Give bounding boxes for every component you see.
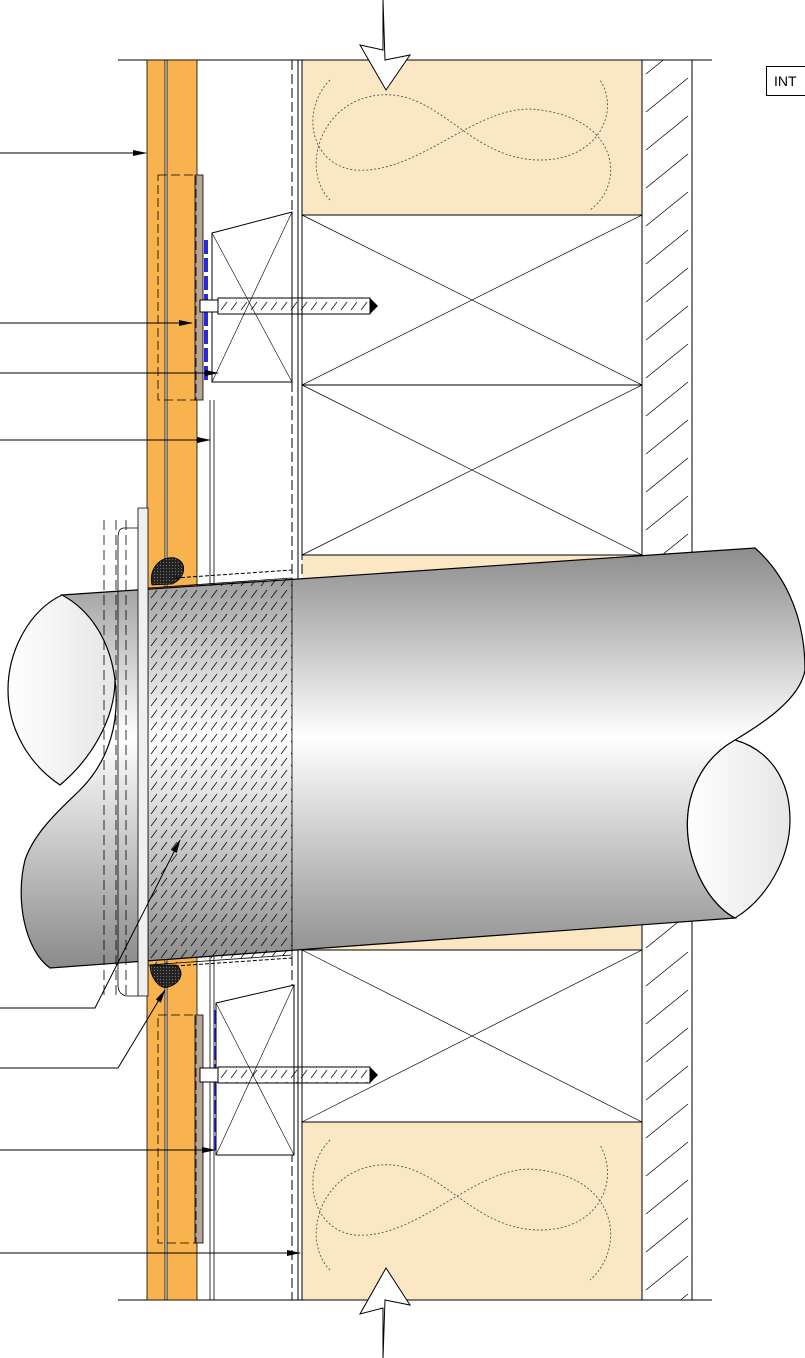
section-break-mark-top: [359, 0, 412, 91]
mounting-plate-bottom: [194, 1014, 204, 1244]
pipe-sleeve: [147, 577, 293, 966]
leader-lines: [0, 150, 301, 1256]
section-break-mark-bottom: [358, 1267, 412, 1358]
insulation-bottom: [301, 1121, 643, 1301]
sealant-bead-bottom: [149, 964, 182, 988]
pipe-left-end: [7, 594, 116, 786]
pipe-right-end: [686, 739, 791, 919]
insulation-top: [301, 59, 643, 216]
stud-crosses: [301, 214, 643, 1123]
insulation-batt-curves: [312, 79, 612, 1281]
sleeve-flange: [137, 507, 149, 997]
screw-top: [199, 297, 378, 315]
leader-sealant: [0, 989, 166, 1069]
mounting-plate-top: [194, 174, 204, 401]
interior-label: INT: [766, 66, 805, 96]
screw-bottom: [199, 1066, 378, 1084]
leader-sleeve: [0, 839, 181, 1009]
hidden-lines: [103, 520, 127, 995]
sleeve-flange-outline: [117, 527, 138, 997]
mounting-plate-frame-bottom: [157, 1014, 197, 1244]
mounting-plate-frame-top: [157, 174, 197, 401]
